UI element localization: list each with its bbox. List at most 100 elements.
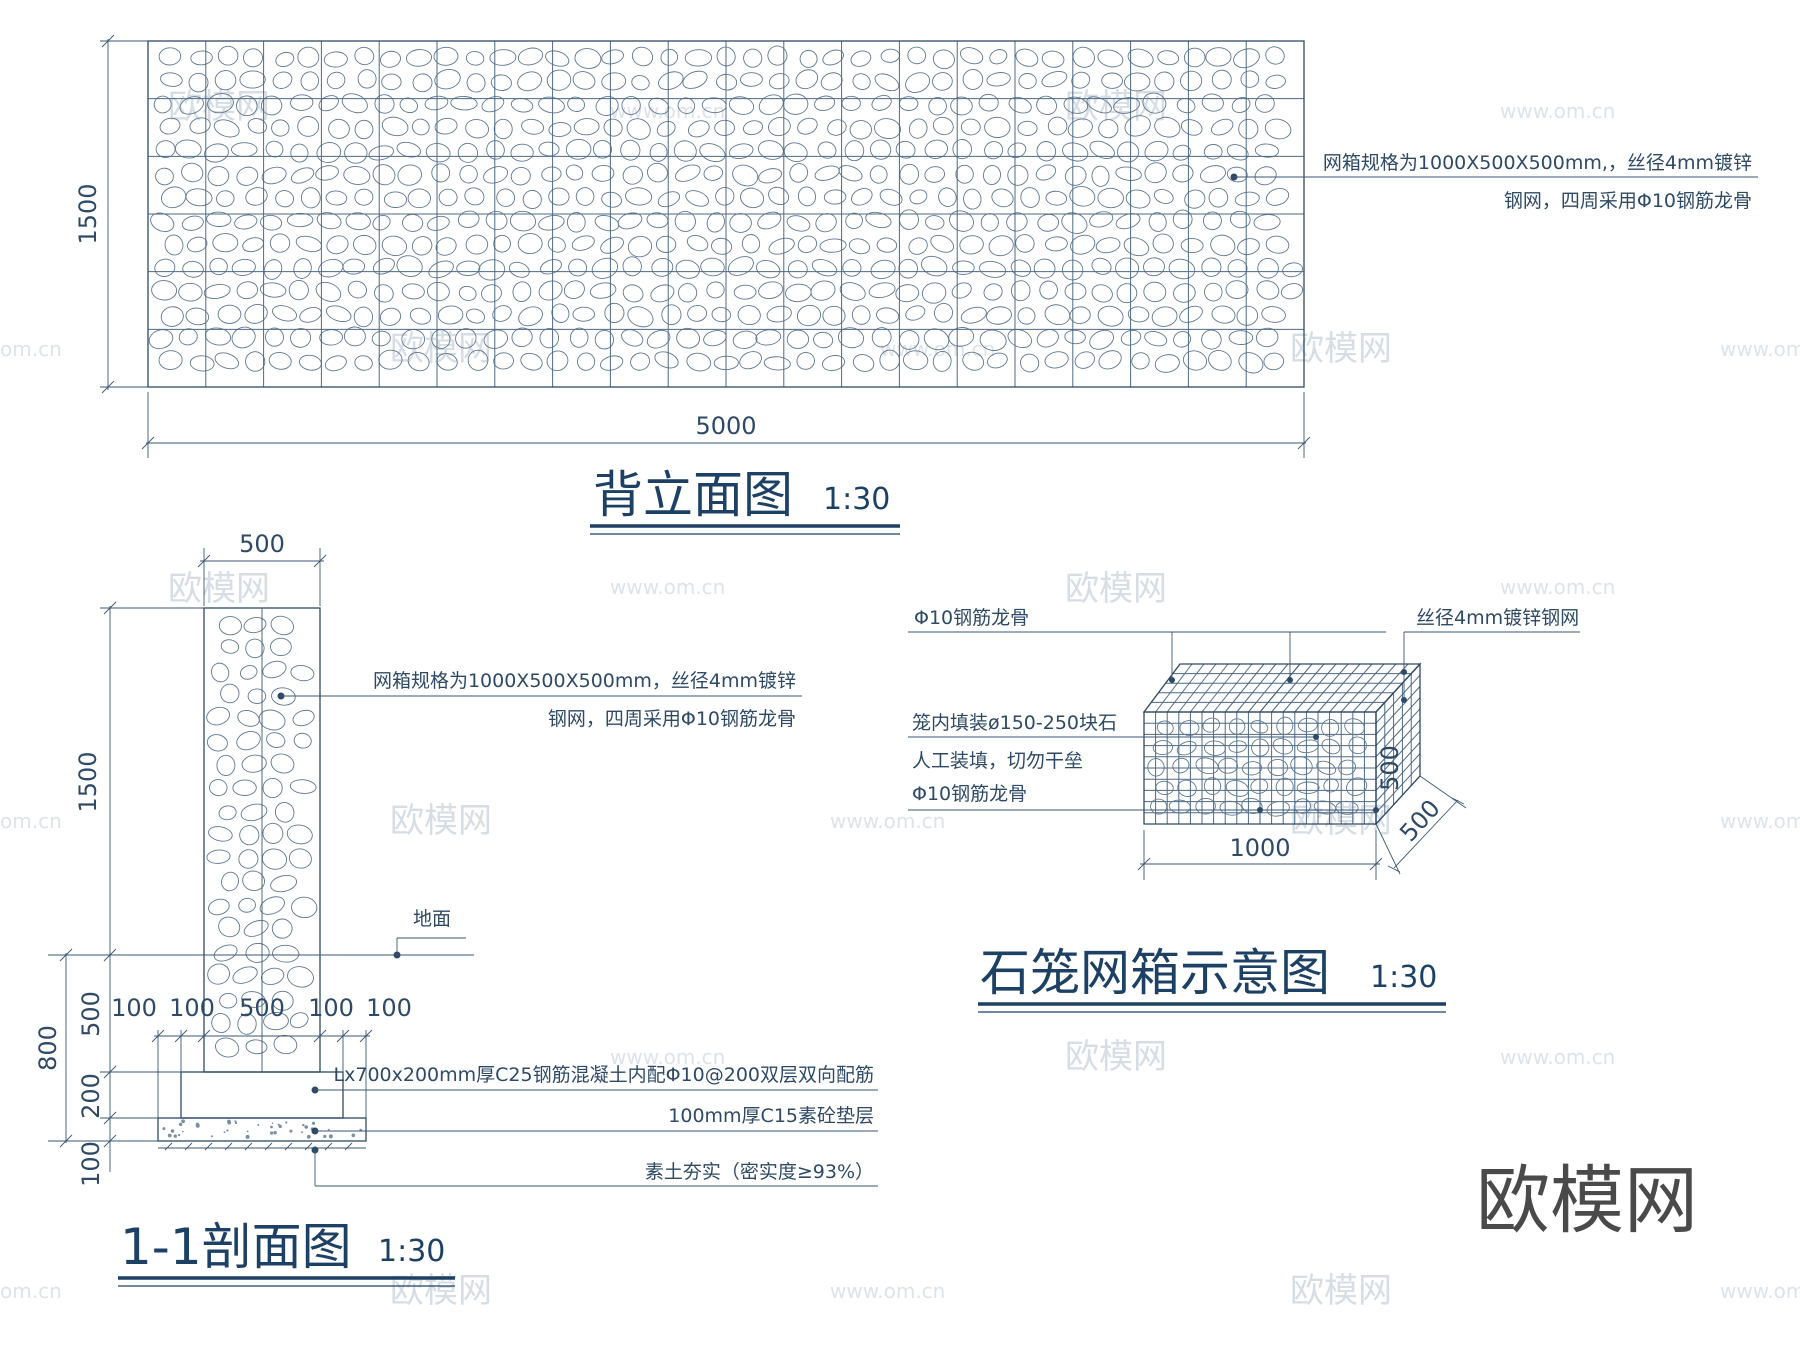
stone bbox=[380, 50, 401, 68]
stone bbox=[1265, 188, 1290, 206]
stone bbox=[728, 143, 754, 160]
stone bbox=[1033, 258, 1056, 279]
stone bbox=[905, 72, 931, 93]
stone bbox=[1168, 258, 1196, 280]
mesh-line bbox=[1190, 663, 1229, 713]
mesh-line bbox=[1375, 674, 1421, 724]
stone bbox=[983, 283, 1003, 301]
stone bbox=[496, 188, 516, 207]
stone bbox=[517, 233, 543, 255]
stone bbox=[1089, 211, 1114, 228]
stone bbox=[979, 329, 1007, 351]
back-elevation: 1500 5000 网箱规格为1000X500X500mm,，丝径4mm镀锌 钢… bbox=[74, 34, 1758, 535]
stone bbox=[271, 918, 293, 939]
stone bbox=[242, 870, 265, 892]
stone bbox=[326, 71, 346, 90]
stone bbox=[755, 329, 782, 346]
stone bbox=[489, 49, 517, 66]
stone bbox=[572, 306, 595, 322]
stone bbox=[757, 211, 782, 230]
section-total-label: 800 bbox=[34, 1025, 62, 1071]
stone bbox=[727, 256, 754, 276]
stone bbox=[706, 281, 725, 299]
stone bbox=[1238, 118, 1259, 140]
elevation-outline bbox=[147, 40, 1305, 388]
stone bbox=[185, 188, 213, 207]
stone bbox=[220, 683, 240, 704]
stone bbox=[1101, 72, 1123, 89]
aggregate-dot bbox=[311, 1121, 316, 1125]
aggregate-dot bbox=[301, 1131, 303, 1134]
stone bbox=[189, 355, 215, 372]
stone bbox=[686, 352, 712, 372]
section-base-dimensions: 100 100 500 100 100 bbox=[111, 994, 412, 1118]
watermark-brand: 欧模网 bbox=[168, 87, 270, 127]
stone bbox=[181, 162, 204, 183]
watermark-brand: 欧模网 bbox=[1290, 329, 1392, 369]
stone bbox=[700, 257, 725, 277]
stone bbox=[546, 350, 569, 372]
stone bbox=[1251, 738, 1270, 757]
mesh-line bbox=[1271, 663, 1313, 713]
stone bbox=[1064, 329, 1086, 345]
stone bbox=[796, 352, 815, 370]
stone bbox=[236, 95, 258, 117]
stone bbox=[1045, 190, 1068, 206]
stone bbox=[434, 69, 461, 90]
stone bbox=[650, 284, 675, 303]
stone bbox=[179, 96, 204, 115]
stone bbox=[604, 302, 625, 323]
stone bbox=[1095, 237, 1121, 254]
stone bbox=[290, 143, 309, 163]
stone bbox=[396, 255, 423, 277]
aggregate-dot bbox=[246, 1130, 249, 1133]
stone bbox=[325, 305, 352, 323]
stone bbox=[1069, 306, 1091, 324]
stone bbox=[1115, 257, 1140, 279]
stone bbox=[381, 116, 409, 137]
mesh-line bbox=[1352, 663, 1397, 713]
label-manual: 人工装填，切勿干垒 bbox=[912, 750, 1083, 772]
stone bbox=[763, 356, 791, 371]
stone bbox=[372, 257, 395, 275]
stone bbox=[232, 779, 257, 796]
stone bbox=[908, 237, 928, 255]
label-mesh: 丝径4mm镀锌钢网 bbox=[1416, 607, 1579, 629]
stone bbox=[621, 96, 641, 115]
stone bbox=[1344, 718, 1365, 736]
mesh-line bbox=[1201, 663, 1241, 713]
stone bbox=[490, 74, 512, 91]
stone bbox=[315, 281, 342, 302]
stone bbox=[572, 71, 596, 90]
stone bbox=[483, 166, 509, 184]
stone bbox=[343, 326, 366, 347]
stone bbox=[842, 259, 862, 277]
stone bbox=[950, 96, 973, 116]
stone bbox=[577, 352, 596, 371]
stone bbox=[819, 238, 847, 253]
stone bbox=[1067, 118, 1093, 138]
stone bbox=[219, 992, 238, 1009]
stone bbox=[243, 48, 263, 68]
stone bbox=[934, 302, 953, 323]
aggregate-dot bbox=[277, 1123, 280, 1126]
elevation-note: 网箱规格为1000X500X500mm,，丝径4mm镀锌 钢网，四周采用Φ10钢… bbox=[1230, 152, 1758, 212]
stone bbox=[767, 45, 788, 66]
stone bbox=[625, 187, 653, 206]
stone bbox=[1201, 257, 1222, 277]
stone bbox=[372, 164, 396, 186]
stone bbox=[1233, 48, 1260, 69]
stone bbox=[347, 280, 367, 299]
stone bbox=[1323, 778, 1339, 793]
stone bbox=[814, 165, 840, 181]
section-note-line2: 钢网，四周采用Φ10钢筋龙骨 bbox=[548, 708, 796, 730]
stone bbox=[342, 258, 366, 275]
stone bbox=[909, 189, 928, 205]
stone bbox=[1115, 166, 1142, 181]
base-dim-1: 100 bbox=[111, 994, 157, 1022]
stone bbox=[150, 212, 175, 233]
stone bbox=[1113, 97, 1140, 114]
stone bbox=[354, 46, 375, 66]
stone bbox=[517, 71, 542, 92]
stone bbox=[799, 49, 818, 68]
